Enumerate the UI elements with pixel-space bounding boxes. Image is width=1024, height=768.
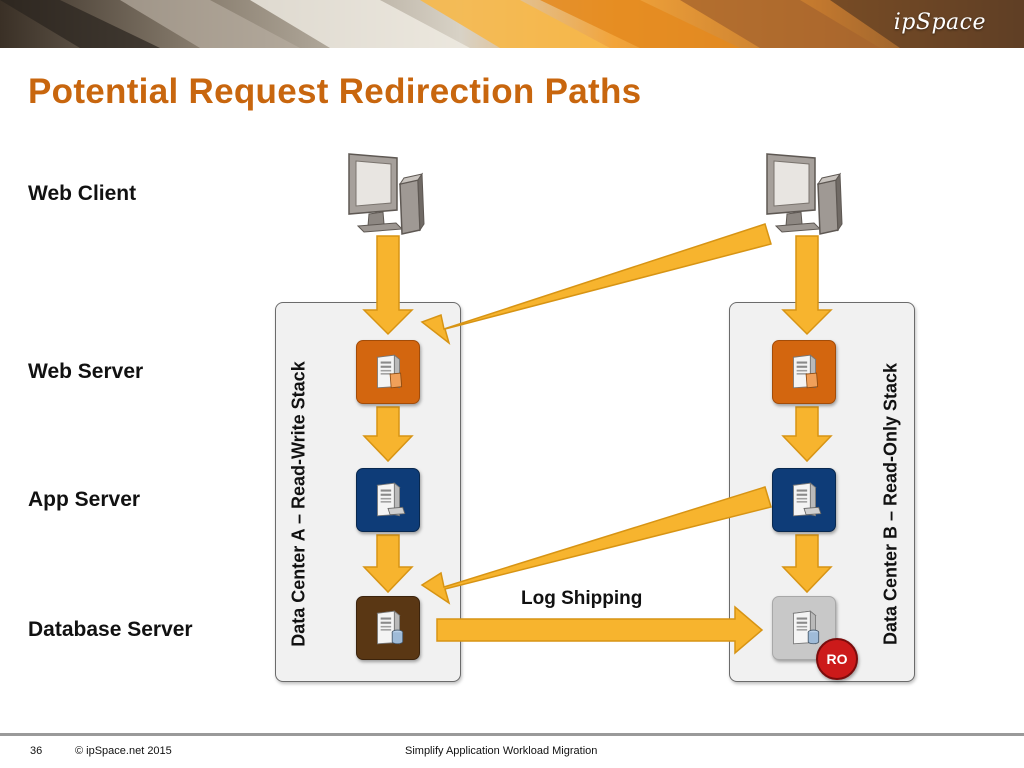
web-server-b: [772, 340, 836, 404]
footer-course-title: Simplify Application Workload Migration: [405, 745, 598, 757]
arrow-app-b-to-db-b: [781, 534, 833, 594]
database-cylinder-icon: [367, 607, 404, 649]
database-cylinder-icon: [783, 607, 820, 649]
row-label-web-server: Web Server: [28, 360, 144, 383]
footer-page-number: 36: [30, 745, 43, 757]
web-client-a-monitor-icon: [348, 153, 425, 235]
arrow-app-a-to-db-a: [362, 534, 414, 594]
web-server-icon: [783, 351, 819, 393]
row-label-web-client: Web Client: [28, 182, 137, 205]
log-shipping-label: Log Shipping: [521, 588, 643, 609]
arrow-client-a-to-web-a: [362, 235, 414, 336]
read-only-badge: RO: [816, 638, 858, 680]
web-server-icon: [367, 351, 403, 393]
app-server-icon: [783, 479, 822, 521]
arrow-client-b-to-web-a: [420, 223, 772, 346]
page-title: Potential Request Redirection Paths: [28, 72, 642, 111]
app-server-icon: [367, 479, 406, 521]
header-stripes: [0, 0, 1024, 48]
ipspace-logo: ipSpace: [893, 10, 986, 35]
database-server-a: [356, 596, 420, 660]
arrow-log-shipping: [436, 605, 764, 655]
row-label-app-server: App Server: [28, 488, 141, 511]
footer-copyright: © ipSpace.net 2015: [75, 745, 172, 757]
arrow-web-a-to-app-a: [362, 406, 414, 463]
web-client-b-monitor-icon: [766, 153, 843, 235]
app-server-b: [772, 468, 836, 532]
arrow-client-b-to-web-b: [781, 235, 833, 336]
row-label-database-server: Database Server: [28, 618, 193, 641]
arrow-web-b-to-app-b: [781, 406, 833, 463]
arrow-app-b-to-db-a: [420, 486, 772, 605]
header-banner: ipSpace: [0, 0, 1024, 48]
footer-divider: [0, 733, 1024, 736]
web-server-a: [356, 340, 420, 404]
app-server-a: [356, 468, 420, 532]
